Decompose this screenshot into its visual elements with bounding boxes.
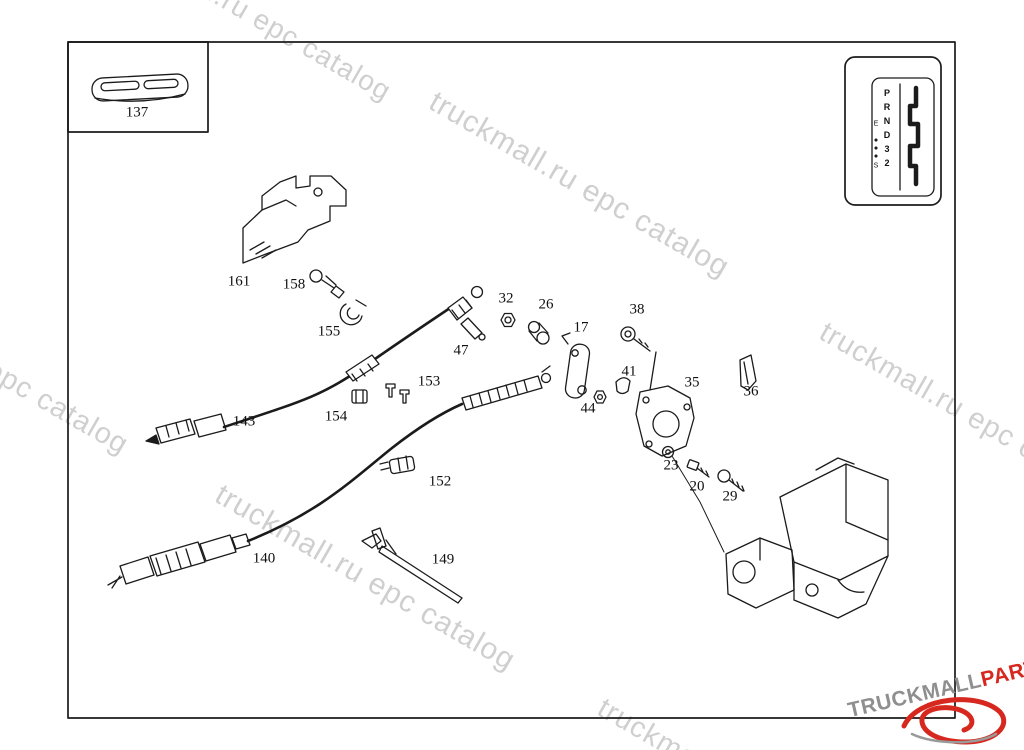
cable-143-drawing (145, 285, 484, 445)
gate-letter-N: N (883, 116, 891, 126)
cable-140-drawing (107, 365, 552, 589)
part-label-32: 32 (498, 290, 514, 307)
part-label-152: 152 (428, 473, 452, 490)
part-label-38: 38 (629, 301, 645, 318)
part-label-29: 29 (722, 488, 738, 505)
diagram-border (67, 41, 956, 719)
shift-gate-drawing (871, 77, 935, 197)
part-label-140: 140 (252, 550, 276, 567)
part-label-161: 161 (227, 273, 251, 290)
part-44-drawing (593, 390, 607, 404)
inset-shift-gate-frame (844, 56, 942, 206)
part-label-36: 36 (743, 383, 759, 400)
part-137-drawing (91, 73, 189, 102)
part-label-44: 44 (580, 400, 596, 417)
part-36-drawing (739, 354, 757, 391)
inset-cover-frame (67, 41, 209, 133)
part-158-drawing (309, 269, 345, 299)
gate-mode-S: S (873, 162, 879, 170)
part-label-137: 137 (125, 104, 149, 121)
part-label-35: 35 (684, 374, 700, 391)
part-20-drawing (686, 459, 710, 478)
gate-letter-P: P (883, 88, 891, 98)
part-149-drawing (361, 527, 463, 604)
part-29-drawing (717, 469, 745, 492)
part-label-153: 153 (417, 373, 441, 390)
part-23-drawing (661, 445, 675, 459)
part-41-drawing (615, 377, 631, 395)
gate-mode-E: E (873, 120, 879, 128)
part-17-drawing (561, 332, 591, 399)
part-label-154: 154 (324, 408, 348, 425)
gate-letter-D: D (883, 130, 891, 140)
part-label-23: 23 (663, 457, 679, 474)
part-label-143: 143 (232, 413, 256, 430)
part-label-155: 155 (317, 323, 341, 340)
gate-letter-R: R (883, 102, 891, 112)
part-label-17: 17 (573, 319, 589, 336)
part-32-drawing (500, 312, 516, 328)
transmission-housing-drawing (725, 457, 889, 619)
part-35-drawing (635, 385, 725, 553)
part-154-drawing (351, 389, 368, 404)
part-label-149: 149 (431, 551, 455, 568)
part-47-drawing (460, 317, 486, 341)
part-label-41: 41 (621, 363, 637, 380)
part-label-20: 20 (689, 478, 705, 495)
part-label-158: 158 (282, 276, 306, 293)
part-155-drawing (339, 299, 367, 326)
gate-letter-2: 2 (884, 158, 890, 168)
brand-logo-swirl-icon (901, 697, 1007, 745)
part-26-drawing (527, 320, 550, 345)
part-161-drawing (242, 175, 347, 264)
part-label-47: 47 (453, 342, 469, 359)
part-38-drawing (620, 326, 657, 391)
part-label-26: 26 (538, 296, 554, 313)
gate-letter-3: 3 (884, 144, 890, 154)
part-153-drawing (385, 383, 410, 404)
part-152-drawing (379, 455, 416, 475)
